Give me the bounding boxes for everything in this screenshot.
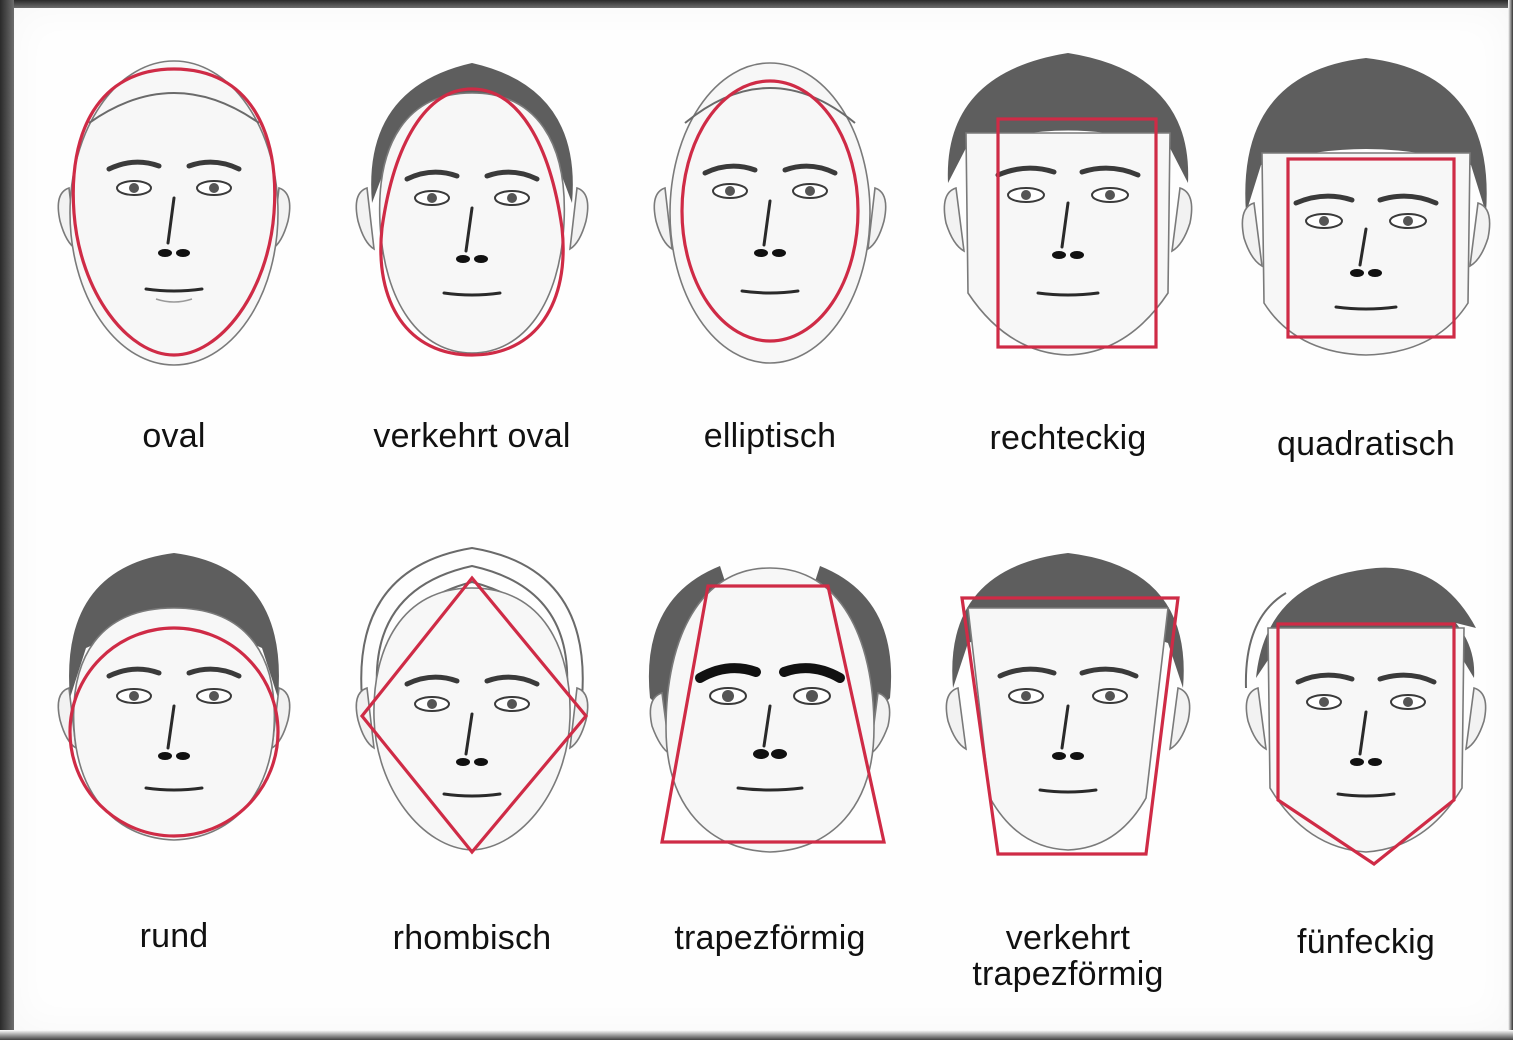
face-sketch-trapezoid bbox=[630, 548, 910, 868]
face-sketch-rhombus bbox=[332, 548, 612, 868]
label-pentagon: fünfeckig bbox=[1206, 924, 1513, 960]
label-inverted-trapezoid-line-1: verkehrt bbox=[908, 920, 1228, 956]
face-sketch-ellipse bbox=[630, 53, 910, 373]
face-inverted-oval bbox=[332, 53, 612, 373]
face-square bbox=[1226, 53, 1506, 373]
label-inverted-oval: verkehrt oval bbox=[312, 418, 632, 454]
face-pentagon bbox=[1226, 548, 1506, 868]
face-rhombus bbox=[332, 548, 612, 868]
label-rhombus: rhombisch bbox=[312, 920, 632, 956]
label-rectangle: rechteckig bbox=[908, 420, 1228, 456]
face-sketch-pentagon bbox=[1226, 548, 1506, 868]
label-inverted-trapezoid: verkehrt trapezförmig bbox=[908, 920, 1228, 992]
face-sketch-rectangle bbox=[928, 53, 1208, 373]
face-sketch-inverted-trapezoid bbox=[928, 548, 1208, 868]
face-circle bbox=[34, 548, 314, 868]
label-oval: oval bbox=[14, 418, 334, 454]
frame-right-border bbox=[1508, 0, 1513, 1040]
face-ellipse bbox=[630, 53, 910, 373]
face-inverted-trapezoid bbox=[928, 548, 1208, 868]
face-rectangle bbox=[928, 53, 1208, 373]
frame-bottom-border bbox=[0, 1030, 1513, 1040]
face-sketch-oval bbox=[34, 53, 314, 373]
label-square: quadratisch bbox=[1206, 426, 1513, 462]
label-trapezoid: trapezförmig bbox=[610, 920, 930, 956]
frame-left-border bbox=[0, 0, 14, 1040]
face-sketch-inverted-oval bbox=[332, 53, 612, 373]
face-shapes-diagram: oval verkehrt oval bbox=[14, 8, 1508, 1030]
label-circle: rund bbox=[14, 918, 334, 954]
face-sketch-circle bbox=[34, 548, 314, 868]
label-ellipse: elliptisch bbox=[610, 418, 930, 454]
label-inverted-trapezoid-line-2: trapezförmig bbox=[908, 956, 1228, 992]
face-trapezoid bbox=[630, 548, 910, 868]
face-oval bbox=[34, 53, 314, 373]
face-sketch-square bbox=[1226, 53, 1506, 373]
frame-top-border bbox=[0, 0, 1513, 8]
